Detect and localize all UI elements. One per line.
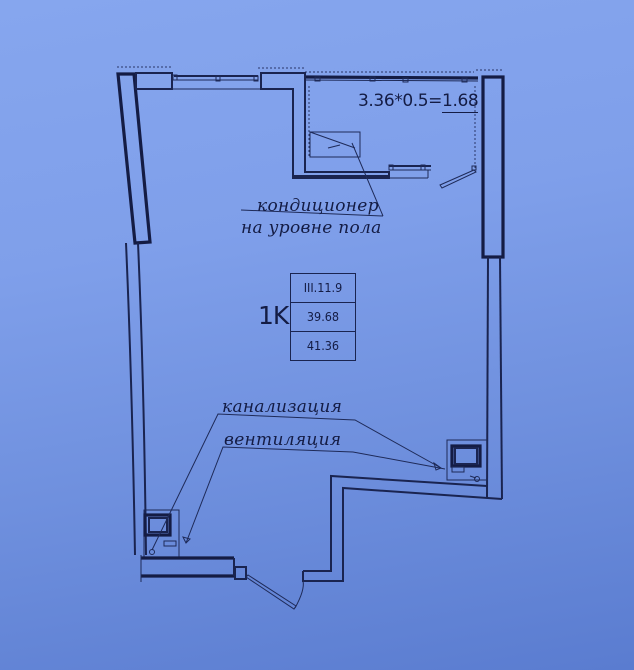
total-area: 41.36 [306,338,340,353]
ceiling-height-code: III.11.9 [291,274,355,303]
balcony-window-icon [305,75,479,83]
area-table: III.11.9 39.68 41.36 [290,273,356,361]
ventilation-label: вентиляция [224,430,342,450]
balcony-boundary [308,86,476,168]
left-wall [125,242,147,556]
door-swing-icon [439,165,477,189]
balcony-area-formula: 3.36*0.5=1.68 [358,91,479,113]
leader-sewer [151,413,443,551]
dimension-lines [117,66,502,73]
right-wall [486,256,503,500]
leader-ac [240,142,384,217]
window-icon [172,74,259,82]
air-conditioner-icon [309,131,361,158]
top-wall [135,72,390,179]
ac-label-line2: на уровне пола [241,218,382,238]
leader-ventilation [182,446,446,544]
living-area: 39.68 [291,303,355,332]
small-window-icon [388,164,431,179]
sewer-label: канализация [222,397,343,417]
entrance-door-icon [245,574,304,610]
right-riser-niche [446,439,488,482]
right-wall-pier [481,75,505,259]
formula-expression: 3.36*0.5= [358,91,443,111]
bottom-left-slab [140,555,247,582]
formula-result: 1.68 [442,91,479,113]
left-wall-pier [116,72,152,245]
left-riser-niche [143,509,180,559]
bottom-wall [302,474,503,582]
apartment-type: 1K [258,301,289,330]
ac-label-line1: кондиционер [257,196,379,216]
